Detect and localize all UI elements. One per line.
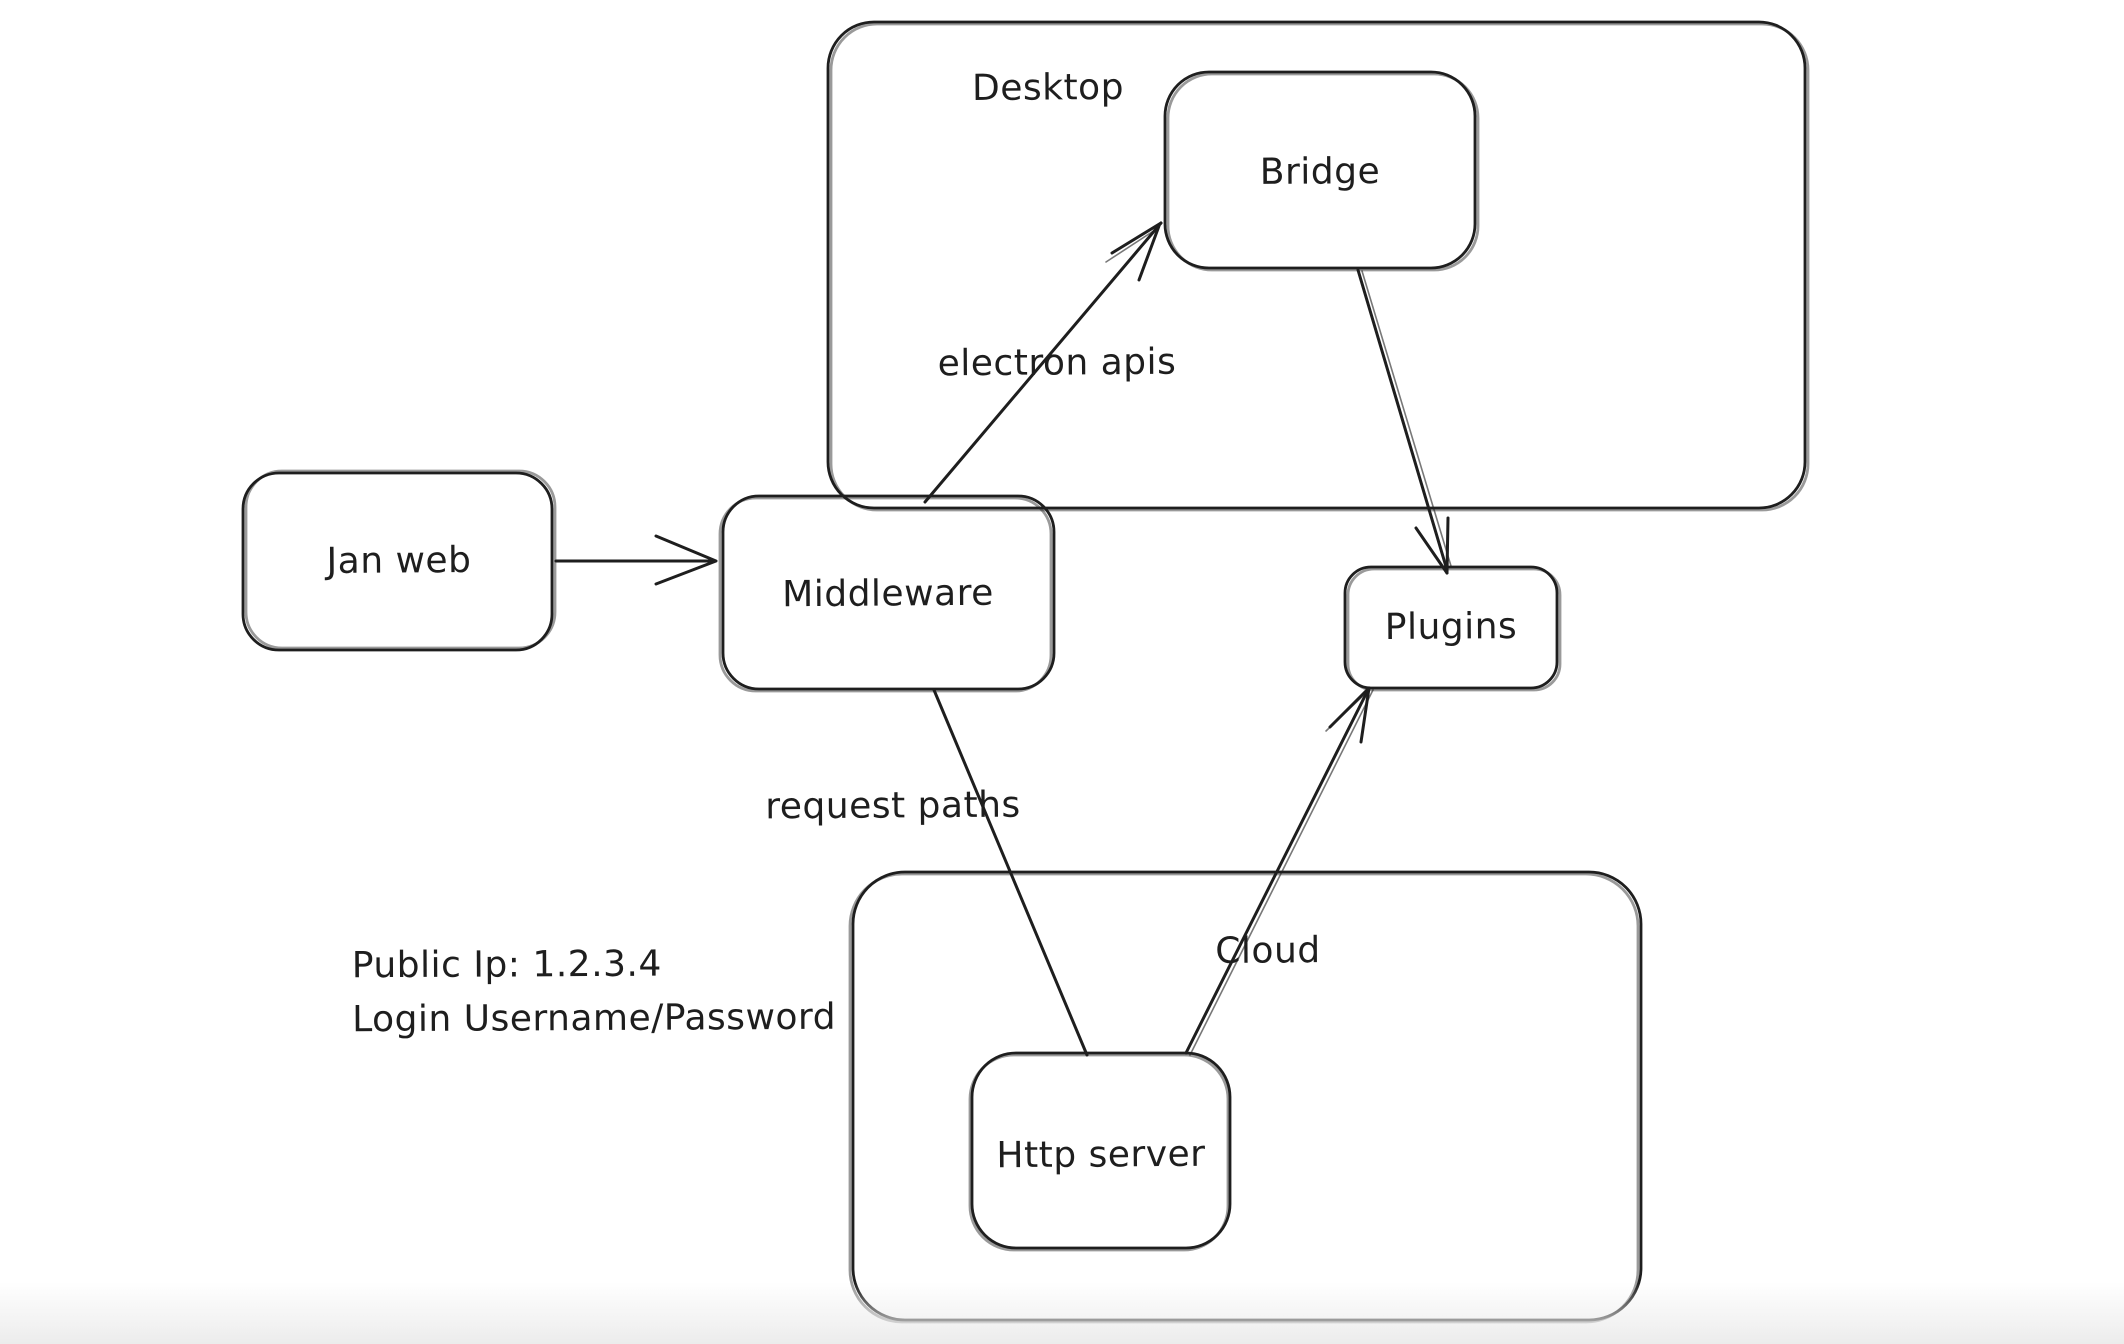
bridge-node[interactable] — [1163, 70, 1480, 272]
request-paths-edge-label[interactable]: request paths — [765, 784, 1021, 828]
http-server-node[interactable] — [968, 1051, 1232, 1252]
login-credentials-line: Login Username/Password — [352, 996, 837, 1041]
desktop-group-label[interactable]: Desktop — [971, 66, 1125, 110]
jan-web-node[interactable] — [241, 469, 557, 652]
middleware-label[interactable]: Middleware — [782, 572, 994, 616]
plugins-node[interactable] — [1343, 565, 1562, 692]
electron-apis-edge-label[interactable]: electron apis — [937, 341, 1177, 385]
arrow-bridge-to-plugins[interactable] — [1356, 268, 1452, 575]
public-ip-annotation[interactable]: Public Ip: 1.2.3.4 Login Username/Passwo… — [352, 937, 836, 1048]
arrow-middleware-to-bridge[interactable] — [923, 221, 1163, 504]
arrow-jan-web-to-middleware[interactable] — [554, 534, 718, 586]
line-middleware-to-http-server[interactable] — [932, 688, 1089, 1057]
cloud-group-label[interactable]: Cloud — [1215, 930, 1321, 972]
desktop-group-box[interactable] — [826, 20, 1810, 512]
middleware-node[interactable] — [718, 494, 1056, 693]
bridge-label[interactable]: Bridge — [1259, 151, 1381, 193]
jan-web-label[interactable]: Jan web — [326, 539, 472, 583]
http-server-label[interactable]: Http server — [996, 1133, 1206, 1177]
plugins-label[interactable]: Plugins — [1384, 606, 1518, 648]
arrow-http-server-to-plugins[interactable] — [1184, 686, 1374, 1056]
public-ip-line: Public Ip: 1.2.3.4 — [351, 943, 662, 987]
